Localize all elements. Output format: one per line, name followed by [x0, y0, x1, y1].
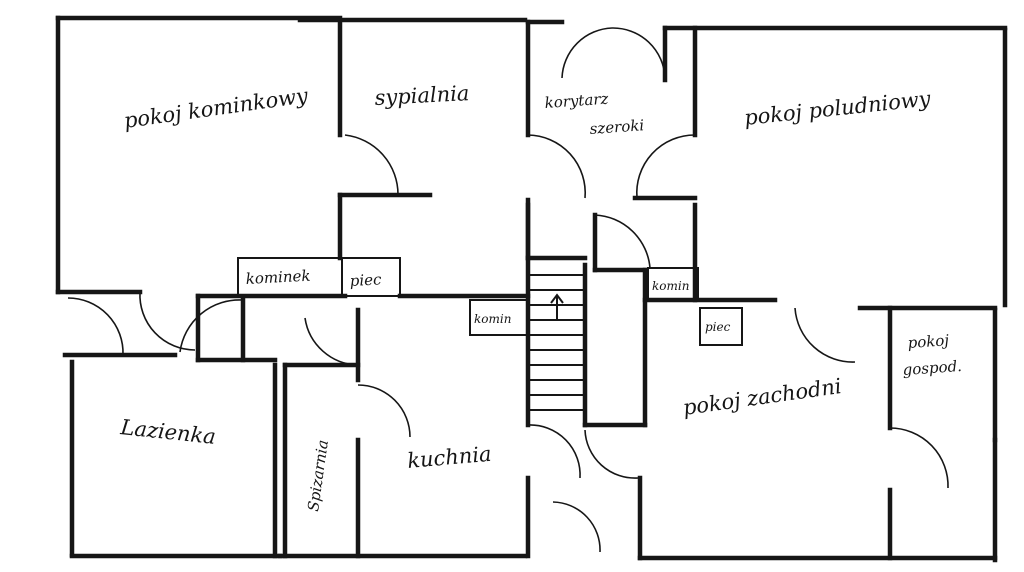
label-pokoj-gospod-line1: pokoj — [907, 331, 950, 352]
label-sypialnia: sypialnia — [374, 81, 470, 110]
label-pokoj-kominkowy: pokoj kominkowy — [122, 83, 310, 133]
outer-walls — [55, 15, 1008, 563]
label-szeroki: szeroki — [589, 116, 645, 138]
label-pokoj-poludniowy: pokoj poludniowy — [743, 86, 933, 130]
label-korytarz: korytarz — [544, 90, 609, 112]
label-piec-2: piec — [705, 320, 731, 334]
door-swings — [67, 27, 949, 553]
arrow-up-icon — [550, 293, 564, 320]
label-piec-1: piec — [349, 270, 382, 290]
label-kuchnia: kuchnia — [406, 442, 492, 473]
interior-walls — [55, 19, 998, 561]
label-pokoj-zachodni: pokoj zachodni — [681, 374, 843, 420]
label-kominek: kominek — [245, 267, 311, 288]
label-spizarnia: Spizarnia — [304, 439, 332, 513]
label-pokoj-gospod-line2: gospod. — [902, 357, 962, 379]
label-komin-1: komin — [474, 312, 511, 326]
label-komin-2: komin — [652, 279, 689, 293]
label-lazienka: Lazienka — [118, 415, 216, 449]
